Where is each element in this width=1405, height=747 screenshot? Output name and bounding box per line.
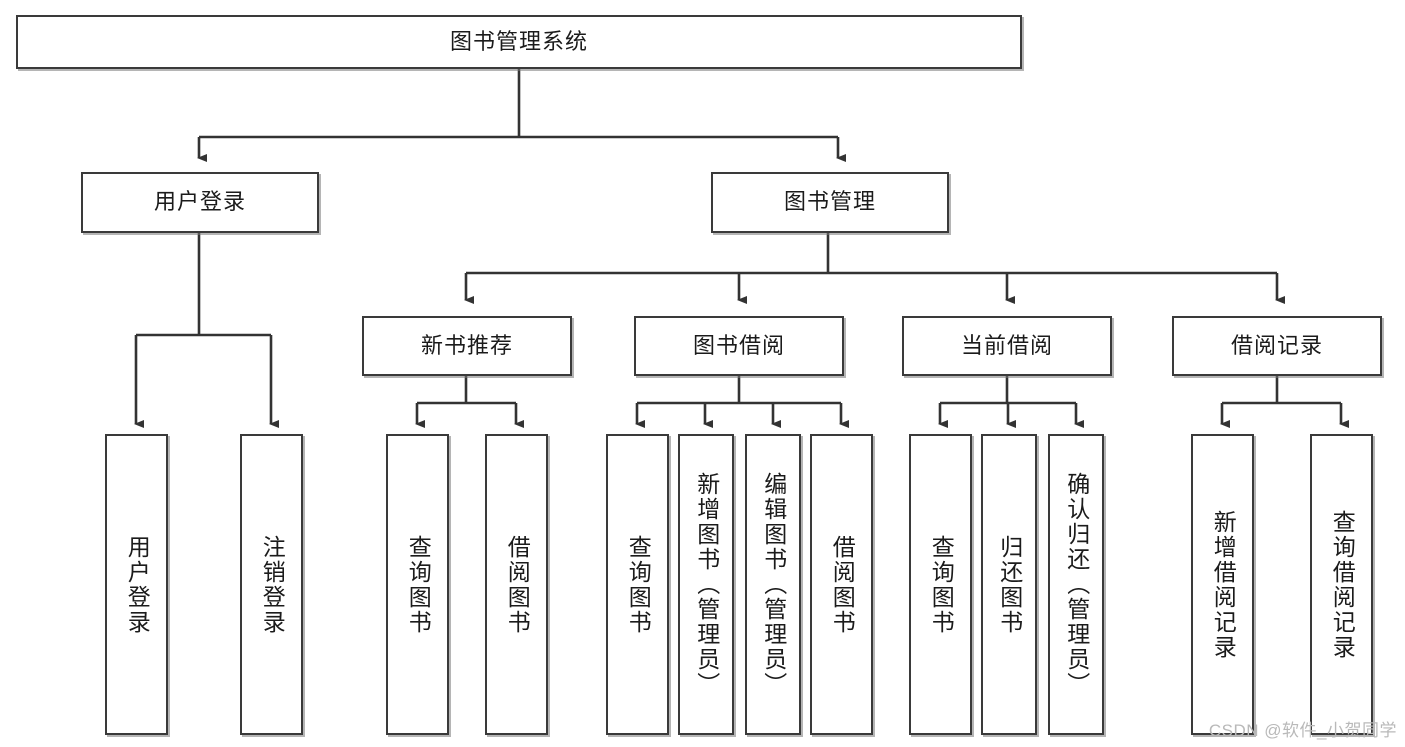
leaf-query-books-recommend[interactable]: 查询图书 [386, 434, 449, 735]
node-label: 新增图书（管理员） [693, 472, 720, 697]
leaf-edit-book-admin[interactable]: 编辑图书（管理员） [745, 434, 801, 735]
leaf-query-borrow-record[interactable]: 查询借阅记录 [1310, 434, 1373, 735]
node-label: 借阅图书 [504, 534, 531, 635]
leaf-confirm-return-admin[interactable]: 确认归还（管理员） [1048, 434, 1104, 735]
node-label: 用户登录 [124, 534, 151, 635]
node-book-borrowing[interactable]: 图书借阅 [634, 316, 844, 376]
leaf-add-borrow-record[interactable]: 新增借阅记录 [1191, 434, 1254, 735]
node-label: 图书借阅 [692, 332, 785, 358]
node-user-login[interactable]: 用户登录 [81, 172, 319, 233]
node-label: 查询图书 [405, 534, 432, 635]
node-label: 借阅记录 [1230, 332, 1323, 358]
node-label: 注销登录 [259, 534, 286, 635]
node-label: 新书推荐 [420, 332, 513, 358]
leaf-return-books[interactable]: 归还图书 [981, 434, 1037, 735]
node-label: 图书管理 [783, 189, 876, 215]
node-label: 查询图书 [928, 534, 955, 635]
leaf-borrow-books-recommend[interactable]: 借阅图书 [485, 434, 548, 735]
node-borrowing-record[interactable]: 借阅记录 [1172, 316, 1382, 376]
leaf-query-books-current[interactable]: 查询图书 [909, 434, 972, 735]
node-label: 归还图书 [996, 534, 1023, 635]
leaf-query-books-borrow[interactable]: 查询图书 [606, 434, 669, 735]
leaf-user-login[interactable]: 用户登录 [105, 434, 168, 735]
node-label: 查询借阅记录 [1329, 509, 1356, 660]
node-label: 编辑图书（管理员） [760, 472, 787, 697]
leaf-add-book-admin[interactable]: 新增图书（管理员） [678, 434, 734, 735]
node-label: 借阅图书 [829, 534, 856, 635]
node-label: 新增借阅记录 [1210, 509, 1237, 660]
node-current-borrowing[interactable]: 当前借阅 [902, 316, 1112, 376]
node-label: 查询图书 [625, 534, 652, 635]
node-label: 用户登录 [153, 189, 246, 215]
csdn-watermark: CSDN @软件_小贺同学 [1208, 721, 1397, 740]
node-root-book-management-system[interactable]: 图书管理系统 [16, 15, 1022, 69]
node-book-management[interactable]: 图书管理 [711, 172, 949, 233]
node-label: 确认归还（管理员） [1063, 472, 1090, 697]
node-new-book-recommendation[interactable]: 新书推荐 [362, 316, 572, 376]
node-label: 图书管理系统 [449, 28, 588, 54]
node-label: 当前借阅 [960, 332, 1053, 358]
leaf-logout[interactable]: 注销登录 [240, 434, 303, 735]
leaf-borrow-books-borrow[interactable]: 借阅图书 [810, 434, 873, 735]
